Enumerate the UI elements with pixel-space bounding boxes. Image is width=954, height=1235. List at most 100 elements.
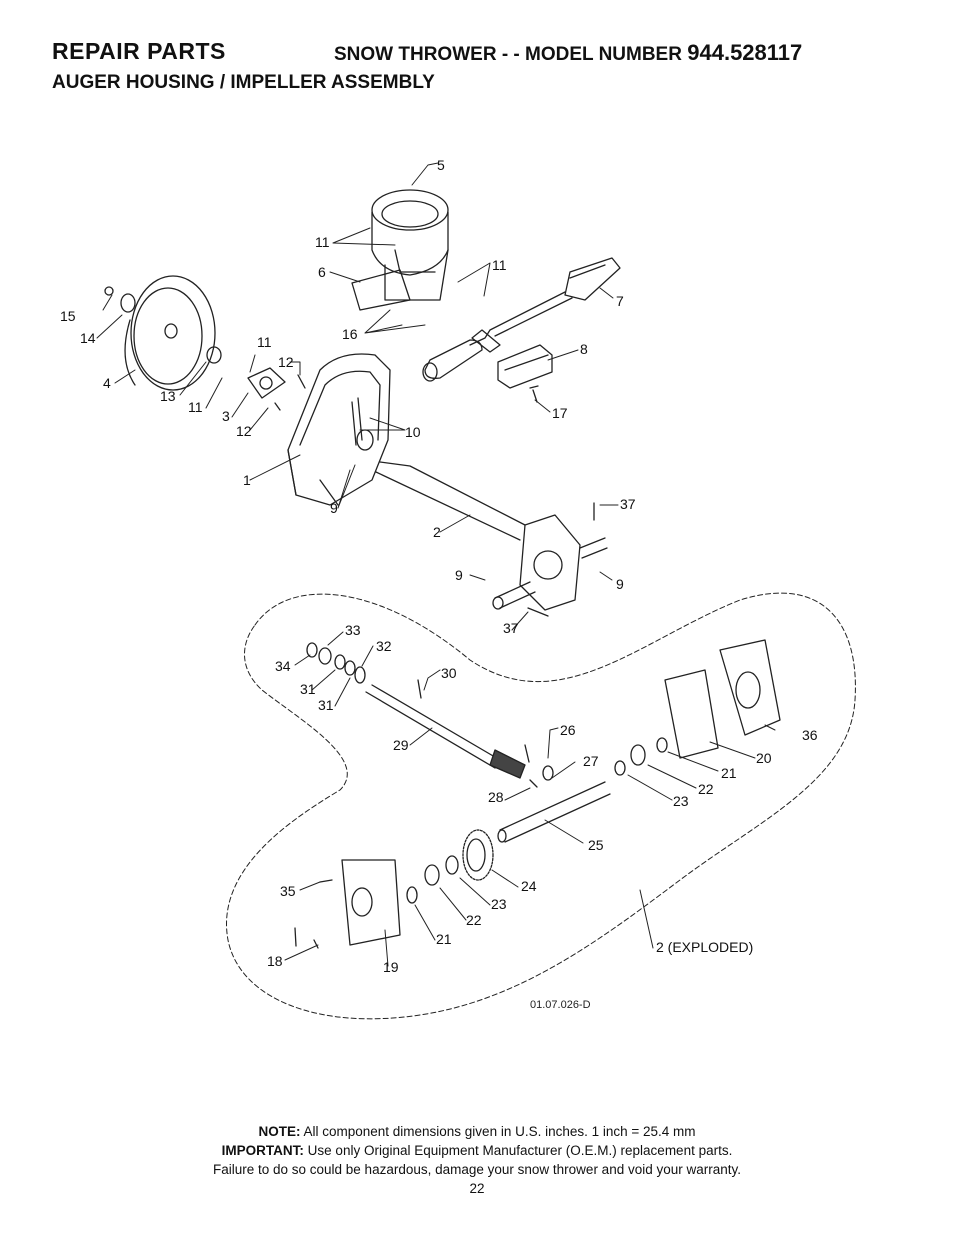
washer-part-34 [306, 642, 318, 658]
callout-2-exploded: 2 (EXPLODED) [656, 939, 753, 955]
callout-3: 3 [222, 408, 230, 424]
bolt-part-12b [274, 402, 281, 411]
bearing-part-13 [206, 346, 222, 364]
callout-21a: 21 [721, 765, 737, 781]
callout-23b: 23 [491, 896, 507, 912]
bolt-part-17 [529, 385, 539, 403]
callout-14: 14 [80, 330, 96, 346]
callout-18: 18 [267, 953, 283, 969]
washer-part-32 [354, 666, 366, 684]
callout-32: 32 [376, 638, 392, 654]
callout-12a: 12 [278, 354, 294, 370]
callout-11c: 11 [188, 399, 203, 415]
callout-26: 26 [560, 722, 576, 738]
bearing-flange-part-3 [247, 367, 286, 399]
callout-22b: 22 [466, 912, 482, 928]
washer-part-23b [445, 855, 459, 875]
gearbox-assembly-part-2 [375, 461, 608, 611]
important-label: IMPORTANT: [221, 1143, 304, 1158]
callout-17: 17 [552, 405, 568, 421]
callout-9a: 9 [330, 500, 338, 516]
callout-35: 35 [280, 883, 296, 899]
chute-adapter-part-5 [371, 189, 449, 301]
callout-31a: 31 [300, 681, 316, 697]
callout-33: 33 [345, 622, 361, 638]
callout-15: 15 [60, 308, 76, 324]
bolt-part-10 [351, 397, 363, 446]
nut-part-15 [104, 286, 114, 296]
section-title: REPAIR PARTS [52, 38, 226, 64]
callout-10: 10 [405, 424, 421, 440]
callout-7: 7 [616, 293, 624, 309]
fitting-part-18 [294, 927, 319, 949]
callout-30: 30 [441, 665, 457, 681]
bolt-part-35 [319, 879, 333, 883]
washer-part-23a [614, 760, 626, 776]
callout-11b: 11 [492, 257, 507, 273]
callout-12b: 12 [236, 423, 252, 439]
page-header: REPAIR PARTS SNOW THROWER - - MODEL NUMB… [52, 38, 902, 68]
callout-22a: 22 [698, 781, 714, 797]
gearbox-housing-part-36 [719, 639, 781, 736]
drawing-code: 01.07.026-D [530, 999, 591, 1011]
washer-part-31a [334, 654, 346, 670]
key-part-26 [524, 744, 530, 763]
callout-25: 25 [588, 837, 604, 853]
callout-11a: 11 [315, 234, 330, 250]
callout-27: 27 [583, 753, 599, 769]
callout-36: 36 [802, 727, 818, 743]
gearbox-housing-part-19 [341, 859, 401, 946]
callout-16: 16 [342, 326, 358, 342]
pulley-part-4 [124, 275, 216, 391]
important-text: Use only Original Equipment Manufacturer… [307, 1143, 733, 1158]
callout-9c: 9 [616, 576, 624, 592]
callout-6: 6 [318, 264, 326, 280]
footer-warning: Failure to do so could be hazardous, dam… [212, 1162, 742, 1177]
callout-19: 19 [383, 959, 399, 975]
callout-5: 5 [437, 157, 445, 173]
page-number: 22 [469, 1181, 485, 1196]
crank-handle-grip [422, 339, 483, 382]
note-text: All component dimensions given in U.S. i… [303, 1124, 696, 1139]
callout-34: 34 [275, 658, 291, 674]
model-number: 944.528117 [687, 40, 803, 65]
footer-important-line: IMPORTANT: Use only Original Equipment M… [0, 1141, 954, 1160]
assembly-title: AUGER HOUSING / IMPELLER ASSEMBLY [52, 72, 435, 93]
footer-note-line: NOTE: All component dimensions given in … [0, 1122, 954, 1141]
bearing-part-33 [318, 647, 332, 665]
note-label: NOTE: [258, 1124, 301, 1139]
washer-part-21b [406, 886, 418, 904]
callout-9b: 9 [455, 567, 463, 583]
key-part-30 [417, 679, 422, 699]
product-prefix: SNOW THROWER - - MODEL NUMBER [334, 44, 682, 65]
worm-shaft-part-29 [365, 684, 526, 779]
impeller-housing-part-1 [287, 353, 391, 506]
gasket-part-20 [664, 669, 719, 759]
bearing-part-22a [630, 744, 646, 766]
callout-11d: 11 [257, 334, 272, 350]
mounting-plate-part-6 [351, 269, 411, 311]
callout-28: 28 [488, 789, 504, 805]
callout-37b: 37 [503, 620, 519, 636]
callout-24: 24 [521, 878, 537, 894]
crank-bracket-part-8 [497, 344, 553, 389]
worm-gear-part-24 [462, 829, 494, 881]
callout-21b: 21 [436, 931, 452, 947]
callout-8: 8 [580, 341, 588, 357]
callout-37a: 37 [620, 496, 636, 512]
callout-4: 4 [103, 375, 111, 391]
bearing-part-14 [120, 293, 136, 313]
callout-31b: 31 [318, 697, 334, 713]
callout-23a: 23 [673, 793, 689, 809]
bolt-part-37b [527, 607, 549, 617]
washer-part-21a [656, 737, 668, 753]
callout-13: 13 [160, 388, 176, 404]
washer-part-31b [344, 660, 356, 676]
bearing-part-22b [424, 864, 440, 886]
output-shaft-part-25 [497, 781, 611, 843]
callout-1: 1 [243, 472, 251, 488]
bolt-part-12a [297, 374, 306, 389]
callout-29: 29 [393, 737, 409, 753]
pin-part-28 [529, 779, 538, 788]
